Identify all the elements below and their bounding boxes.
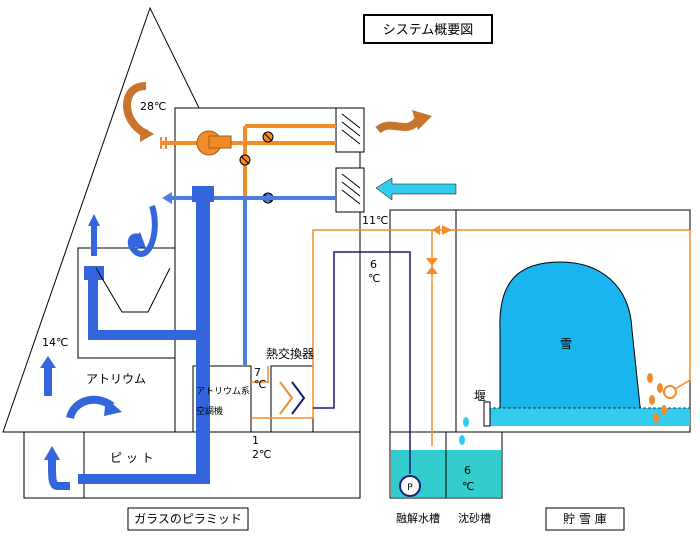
intake-arrow-icon (375, 177, 457, 201)
weir-block (483, 401, 491, 427)
inner-funnel (95, 267, 171, 313)
melt-drops (647, 373, 667, 423)
temp-6-top-unit: ℃ (368, 272, 380, 285)
temp-6-tank-unit: ℃ (462, 480, 474, 493)
temp-14-label: 14℃ (42, 336, 68, 349)
exhaust-arrow-icon (375, 117, 422, 134)
atrium-ahu-label-2: 空調機 (196, 405, 223, 417)
temp-12-label-a: 1 (252, 434, 259, 447)
pump-icon (399, 475, 421, 497)
temp-6-tank-label: 6 (464, 464, 471, 477)
pit-label: ピ ッ ト (110, 451, 154, 465)
pump-label: P (407, 483, 413, 493)
atrium-label: アトリウム (86, 372, 146, 386)
pyramid-caption: ガラスのピラミッド (134, 512, 242, 526)
heat-exchanger (279, 381, 306, 415)
fan-icon (196, 130, 232, 156)
temp-12-label-b: 2℃ (252, 448, 271, 461)
snow-pile (499, 261, 643, 426)
temp-11-label: 11℃ (362, 214, 388, 227)
melt-tank-label: 融解水槽 (396, 511, 440, 525)
temp-6-top-label: 6 (370, 258, 377, 271)
spray-nozzle (663, 385, 677, 399)
atrium-ahu-label-1: アトリウム系 (196, 386, 250, 397)
valve-icon (426, 225, 440, 274)
louver-icon (341, 113, 361, 205)
temp-7-unit: ℃ (254, 378, 266, 391)
sand-tank-label: 沈砂槽 (458, 511, 491, 525)
blue-supply-duct (78, 186, 214, 484)
cold-water-loop (313, 251, 411, 474)
weir-water (488, 408, 690, 426)
title-box: システム概要図 (363, 14, 493, 44)
title-text: システム概要図 (383, 23, 474, 38)
temp-7-label: 7 (254, 366, 261, 379)
damper-icon (239, 131, 274, 204)
water-drops (459, 417, 469, 445)
pit-arrow-icon (48, 458, 70, 490)
pyramid-caption-box: ガラスのピラミッド (127, 507, 249, 531)
heat-exchanger-label: 熱交換器 (266, 346, 314, 361)
snow-storage-caption: 貯 雪 庫 (563, 512, 607, 526)
snow-label: 雪 (560, 337, 572, 351)
cool-arrowhead (162, 192, 172, 204)
temp-28-label: 28℃ (140, 100, 166, 113)
weir-label: 堰 (474, 389, 486, 403)
snow-storage-caption-box: 貯 雪 庫 (545, 507, 625, 531)
up-arrow-icon (40, 214, 100, 396)
swirl-arrow-icon (127, 205, 158, 257)
flow-arrow-icon (442, 225, 452, 235)
